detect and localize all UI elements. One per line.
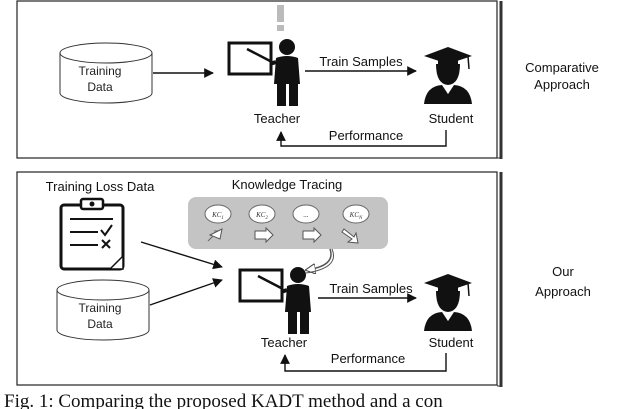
kc-arrow-icon [208,228,223,240]
teacher-label: Teacher [254,111,301,126]
database-label: Data [87,80,113,94]
kc-label: KC1 [211,211,224,221]
kc-bubble [292,204,320,224]
student-icon [424,47,472,104]
database-label: Training [79,301,122,315]
kc-label: KC2 [255,211,268,221]
teacher-icon [227,5,300,106]
performance-feedback-arrow [280,353,447,372]
kc-bubble [342,204,370,224]
kc-subscript: 2 [265,216,268,221]
database-label: Data [87,317,113,331]
kc-arrow-icon [341,228,359,244]
train-samples-label: Train Samples [319,54,403,69]
kc-label: KCN [349,211,363,221]
kc-label: ... [303,211,309,219]
data-to-teacher-arrow [149,278,223,306]
clipboard-icon [59,197,125,271]
knowledge-tracing-box: KC1 KC2... KCN [188,197,388,249]
training-data-database: Training Data [56,279,150,341]
kc-bubble [204,204,232,224]
side-label: Comparative [525,60,599,75]
teacher-label: Teacher [261,335,308,350]
side-label: Our [552,264,574,279]
kc-bubble [248,204,276,224]
loss-data-label: Training Loss Data [46,179,155,194]
side-label: Approach [534,77,590,92]
kc-arrow-icon [302,226,322,244]
performance-label: Performance [331,351,405,366]
kc-subscript: N [358,216,363,221]
comparative-panel: Training Data Teacher Train Samples [16,0,599,159]
student-label: Student [429,111,474,126]
kc-subscript: 1 [221,216,224,221]
training-data-database: Training Data [59,42,153,104]
student-icon [424,274,472,331]
teacher-icon [238,267,311,334]
figure-caption: Fig. 1: Comparing the proposed KADT meth… [4,391,443,409]
student-label: Student [429,335,474,350]
train-samples-label: Train Samples [329,281,413,296]
our-approach-panel: Training Loss Data Knowledge Tracing KC1… [16,171,591,387]
kt-to-teacher-arrow [306,248,332,270]
performance-feedback-arrow [276,130,447,147]
loss-to-teacher-arrow [140,241,223,270]
database-label: Training [79,64,122,78]
kc-arrow-icon [254,226,274,244]
side-label: Approach [535,284,591,299]
performance-label: Performance [329,128,403,143]
knowledge-tracing-title: Knowledge Tracing [232,177,343,192]
